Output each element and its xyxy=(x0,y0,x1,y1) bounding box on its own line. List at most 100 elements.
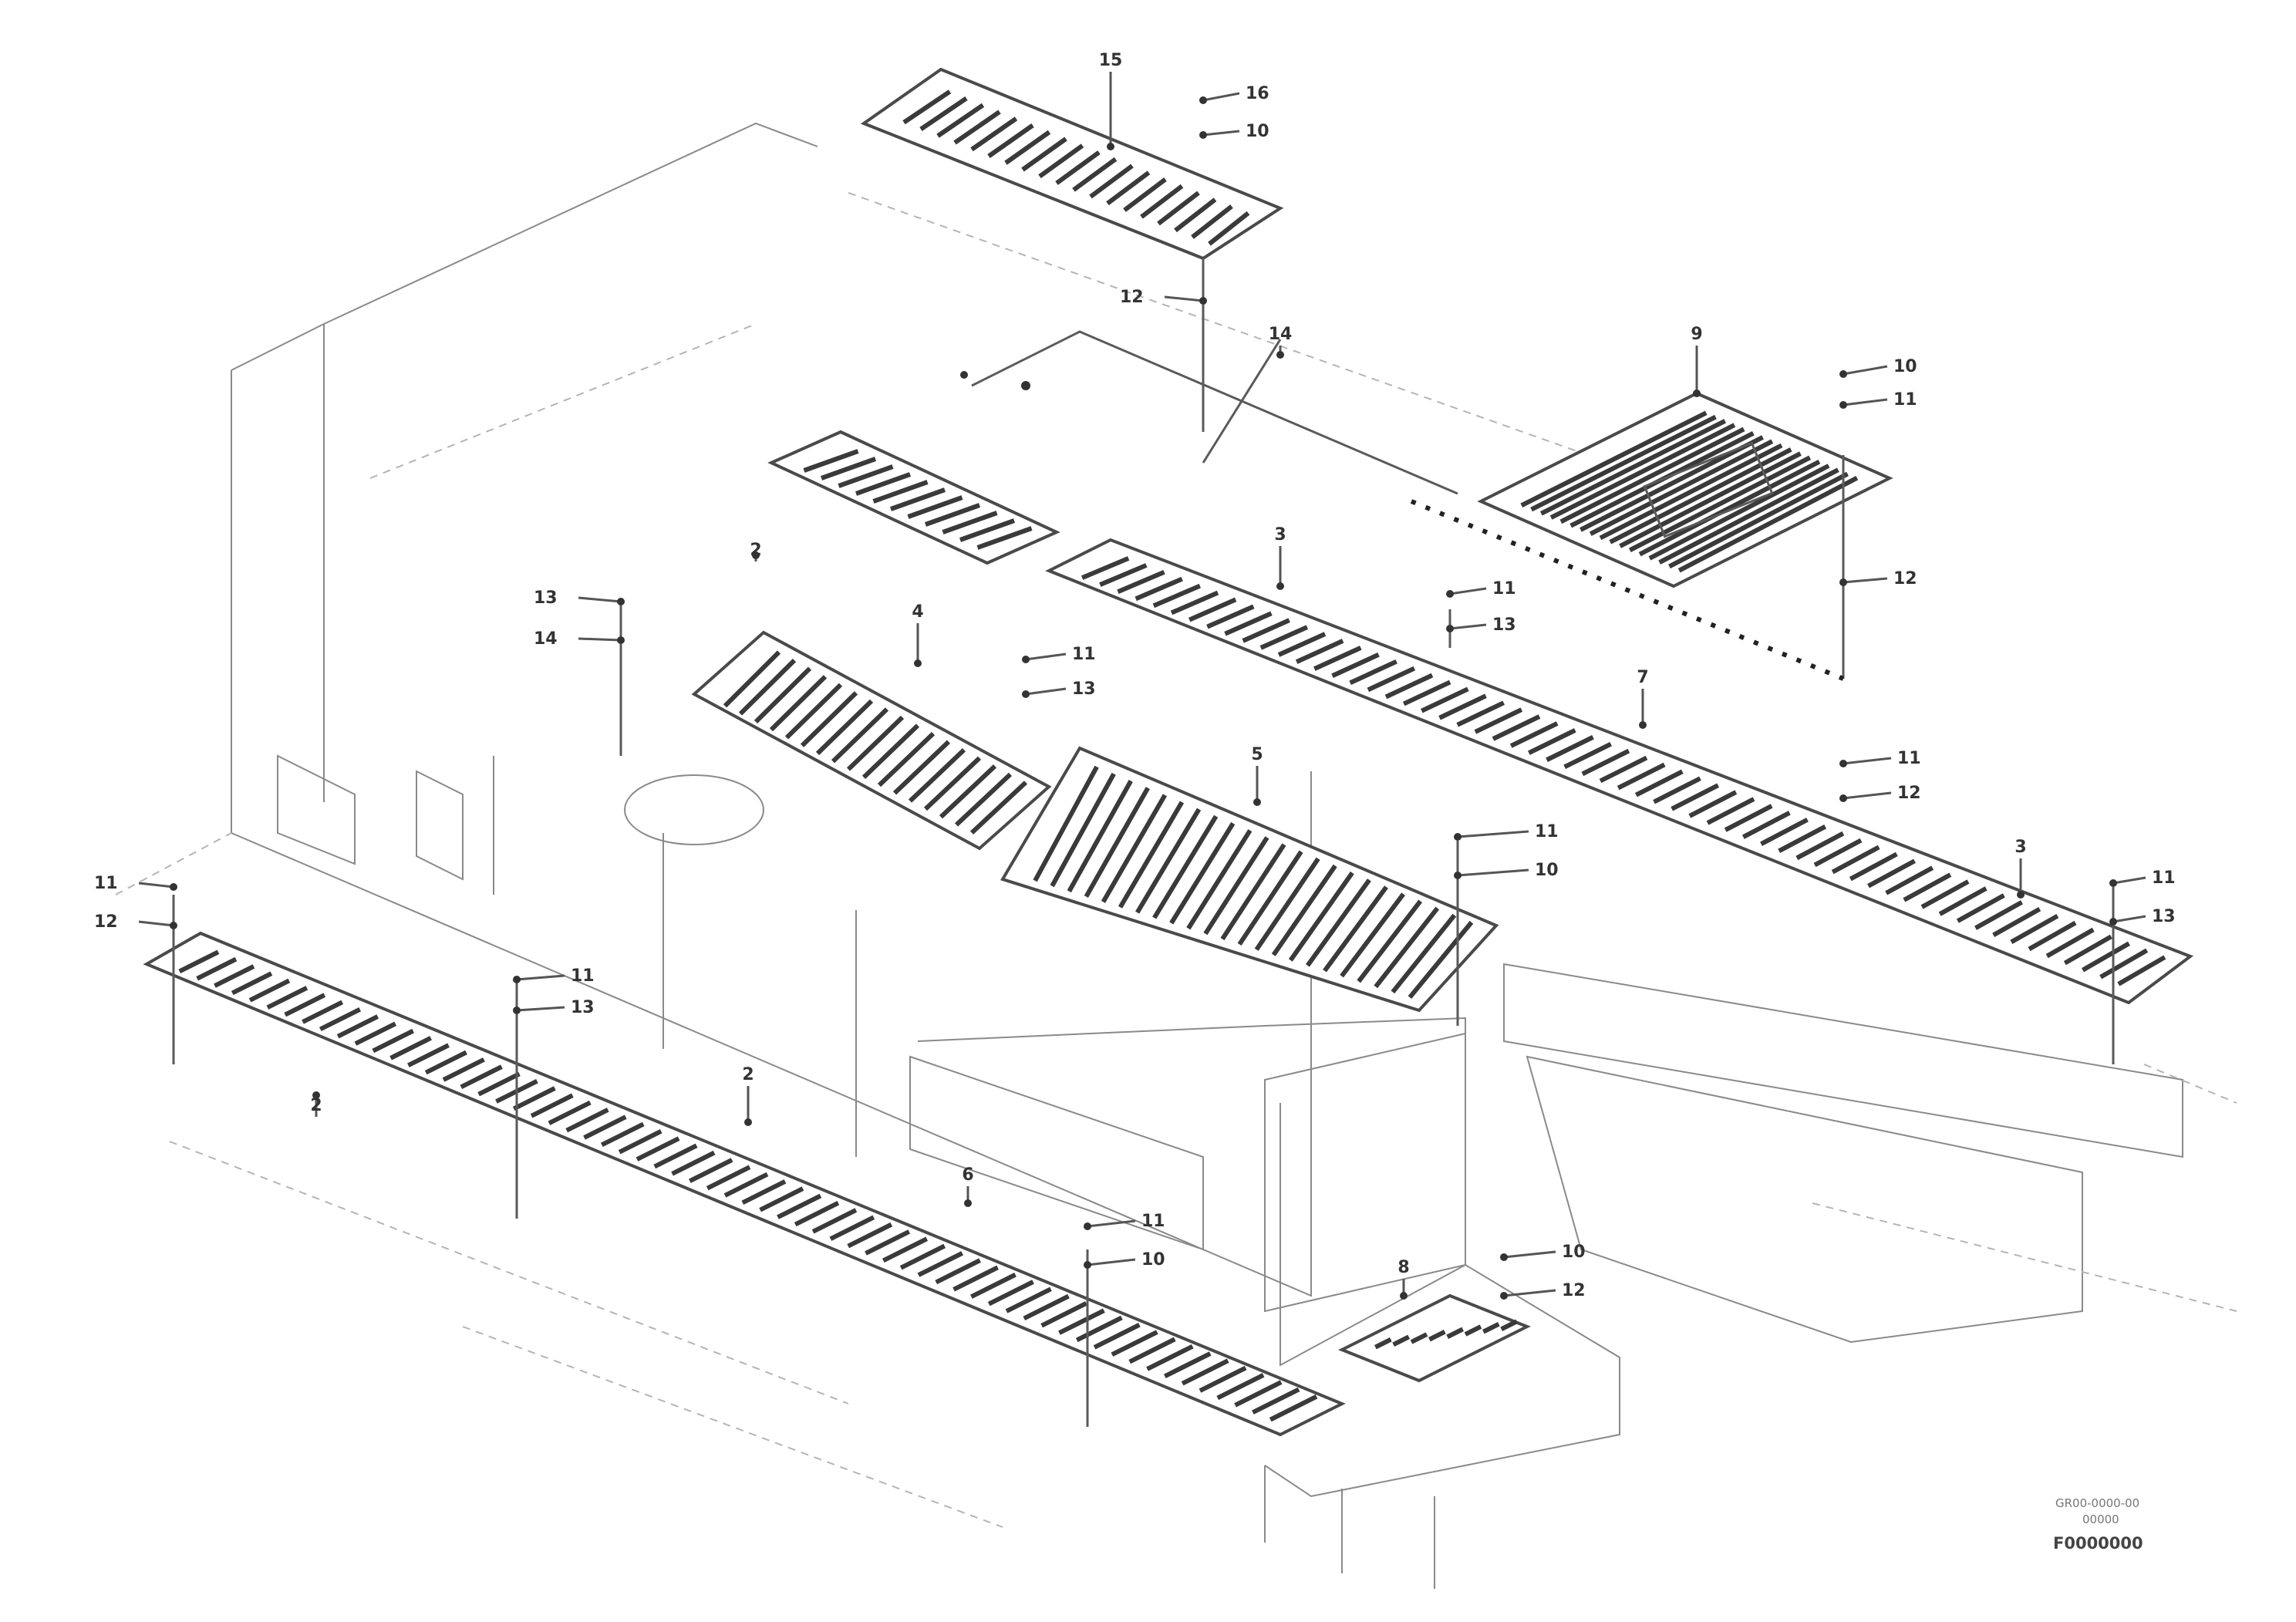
grille-slat xyxy=(1259,625,1309,650)
grille-slat xyxy=(636,1136,680,1162)
grille-slat xyxy=(1903,872,1952,902)
callout-left-end-fastener-b: 12 xyxy=(94,912,177,932)
grille-slat xyxy=(2117,955,2166,986)
figure-id: F0000000 xyxy=(2053,1534,2143,1553)
grille-slat xyxy=(1464,1324,1482,1337)
grille-slat xyxy=(907,495,963,519)
grille-slat xyxy=(1340,892,1405,978)
grille-slat xyxy=(1671,783,1720,811)
callout-right-end-fastener-b: 13 xyxy=(2109,907,2176,926)
leader-line xyxy=(1025,653,1067,661)
leader-line xyxy=(1457,868,1529,877)
grille-slat xyxy=(1186,829,1253,930)
grille-slat xyxy=(1288,871,1354,962)
grille-slat xyxy=(865,1229,911,1256)
callout-main-grille-fastener-b: 10 xyxy=(1454,861,1559,880)
grille-slat xyxy=(969,781,1028,835)
grille-slat xyxy=(923,756,982,811)
leader-line xyxy=(138,882,174,889)
right-hatch xyxy=(1410,391,1893,681)
drawing-stamp: GR00-0000-00 00000 F0000000 xyxy=(2053,1496,2143,1553)
grille-slat xyxy=(1152,814,1219,919)
grille-slat xyxy=(1421,686,1469,713)
callout-center-grille-item: 4 xyxy=(912,602,924,667)
grille-slat xyxy=(1271,864,1337,956)
grille-slat xyxy=(1992,907,2041,937)
grille-slat xyxy=(861,723,920,779)
leader-line xyxy=(1087,1219,1136,1228)
grille-slat xyxy=(1067,780,1133,893)
grille-slat xyxy=(460,1064,503,1090)
grille-slat xyxy=(1084,787,1150,898)
callout-number: 11 xyxy=(2152,868,2176,888)
grille-slat xyxy=(2063,934,2112,966)
grille-slat xyxy=(1242,618,1290,643)
leader-line xyxy=(1843,398,1888,406)
grille-slat xyxy=(1760,818,1809,846)
grille-slat xyxy=(882,1236,929,1263)
callout-number: 11 xyxy=(1897,749,1921,768)
grille-slat xyxy=(1106,170,1151,206)
grille-slat xyxy=(354,1021,396,1046)
grille-slat xyxy=(908,748,966,803)
leader-dot xyxy=(1839,794,1847,802)
grille-slat xyxy=(759,1186,804,1212)
grille-slat xyxy=(847,1222,893,1249)
grille-slat xyxy=(892,740,951,795)
grille-slat xyxy=(877,731,936,787)
grille-slat xyxy=(1885,865,1934,895)
grille-slat xyxy=(1323,885,1388,973)
grille-slat xyxy=(829,1215,875,1241)
callout-number: 14 xyxy=(1269,325,1293,344)
grille-slat xyxy=(1974,900,2023,930)
callout-main-grille-item: 5 xyxy=(1251,745,1263,806)
grille-slat xyxy=(1677,476,1859,573)
leader-dot xyxy=(170,883,177,891)
leader-dot xyxy=(1500,1292,1508,1300)
callout-number: 7 xyxy=(1637,668,1648,687)
callout-number: 16 xyxy=(1246,84,1269,103)
leader-line xyxy=(1503,1289,1556,1297)
callout-small-grille-item: 8 xyxy=(1397,1258,1410,1300)
leader-dot xyxy=(1022,656,1030,663)
grille-slat xyxy=(917,1251,963,1277)
grille-slat xyxy=(936,103,985,138)
grille-slat xyxy=(769,675,828,732)
grille-slat xyxy=(1920,879,1970,909)
callout-front-center-item: 2 xyxy=(742,1065,754,1126)
callout-number: 9 xyxy=(1691,325,1702,344)
callout-number: 2 xyxy=(750,541,761,560)
grille-slat xyxy=(284,993,326,1017)
grille-slat xyxy=(1117,569,1165,595)
callout-center-grille-fastener-b: 13 xyxy=(1022,679,1096,699)
grille-slat xyxy=(1492,714,1541,741)
leader-line xyxy=(2112,876,2146,885)
grille-slat xyxy=(1040,1301,1087,1328)
grille-slat xyxy=(1313,646,1362,671)
grille-slat xyxy=(1446,1327,1465,1340)
grille-slat xyxy=(1021,137,1067,172)
grille-slat xyxy=(1813,838,1863,868)
leader-dot xyxy=(2017,891,2025,899)
grille-slat xyxy=(1559,427,1745,524)
grille-slat xyxy=(1128,1337,1176,1364)
grille-slat xyxy=(1638,459,1821,557)
grille-slat xyxy=(1634,769,1684,798)
callout-front-lower-fastener-b: 10 xyxy=(1084,1250,1165,1270)
grille-slat xyxy=(754,666,812,723)
grille-slat xyxy=(738,658,797,716)
small-front-grille xyxy=(1338,1293,1531,1383)
grille-slat xyxy=(302,1000,344,1024)
callout-number: 13 xyxy=(571,998,595,1017)
grille-slat xyxy=(1252,1387,1300,1415)
grille-slat xyxy=(1520,410,1708,508)
leader-line xyxy=(1843,757,1892,765)
callout-number: 5 xyxy=(1251,745,1263,764)
grille-slat xyxy=(1619,451,1802,548)
grille-slat xyxy=(1617,762,1666,791)
leader-dot xyxy=(964,1199,972,1207)
grille-slat xyxy=(266,986,308,1010)
grille-slat xyxy=(820,457,877,481)
grille-slat xyxy=(372,1028,414,1054)
grille-slat xyxy=(1023,1293,1070,1321)
